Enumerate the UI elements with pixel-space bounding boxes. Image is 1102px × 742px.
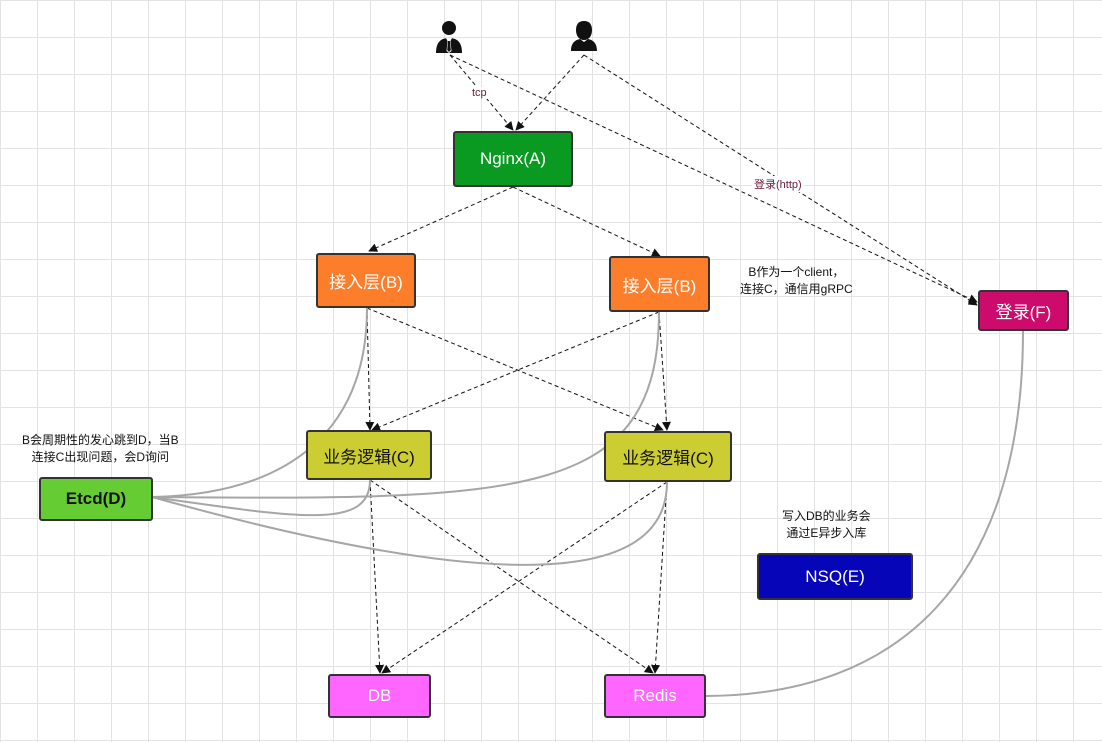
edge-user-b-to-nginx [515, 54, 585, 131]
edge-access-right-to-logic-right [658, 311, 671, 431]
edge-nginx-to-access-right [512, 186, 661, 257]
node-access-left[interactable]: 接入层(B) [316, 253, 416, 308]
note-client-grpc: B作为一个client， 连接C，通信用gRPC [740, 264, 853, 298]
curve-logic-left-to-etcd [151, 479, 371, 517]
edge-logic-left-to-db [369, 479, 385, 674]
user-with-tie-icon [436, 21, 462, 53]
edge-logic-right-to-db [381, 481, 668, 674]
edge-access-left-to-logic-left [365, 307, 375, 431]
note-line: 连接C，通信用gRPC [740, 282, 853, 296]
curve-access-right-to-etcd [151, 311, 660, 499]
note-heartbeat: B会周期性的发心跳到D，当B 连接C出现问题，会D询问 [22, 432, 179, 466]
node-logic-left[interactable]: 业务逻辑(C) [306, 430, 432, 480]
edge-label-tcp: tcp [470, 87, 489, 99]
note-line: 通过E异步入库 [786, 526, 867, 540]
node-logic-right[interactable]: 业务逻辑(C) [604, 431, 732, 482]
edge-access-left-to-logic-right [366, 307, 664, 432]
note-line: B作为一个client， [748, 265, 845, 279]
note-line: 连接C出现问题，会D询问 [31, 450, 170, 464]
user-icon [571, 21, 597, 51]
edge-logic-right-to-redis [651, 481, 668, 674]
edge-label-login-http: 登录(http) [752, 176, 804, 192]
edge-user-a-to-nginx [449, 54, 514, 131]
node-access-right[interactable]: 接入层(B) [609, 256, 710, 312]
node-etcd[interactable]: Etcd(D) [39, 477, 153, 521]
edge-logic-left-to-redis [369, 479, 654, 674]
note-line: B会周期性的发心跳到D，当B [22, 433, 179, 447]
note-nsq-async: 写入DB的业务会 通过E异步入库 [782, 508, 871, 542]
node-nsq[interactable]: NSQ(E) [757, 553, 913, 600]
node-nginx[interactable]: Nginx(A) [453, 131, 573, 187]
note-line: 写入DB的业务会 [782, 509, 871, 523]
node-db[interactable]: DB [328, 674, 431, 718]
node-login[interactable]: 登录(F) [978, 290, 1069, 331]
curve-login-to-redis [705, 330, 1024, 697]
node-redis[interactable]: Redis [604, 674, 706, 718]
curve-logic-right-to-etcd [151, 481, 668, 566]
edge-user-a-to-login [449, 54, 978, 303]
edge-access-right-to-logic-left [371, 311, 660, 432]
edge-nginx-to-access-left [368, 186, 514, 252]
